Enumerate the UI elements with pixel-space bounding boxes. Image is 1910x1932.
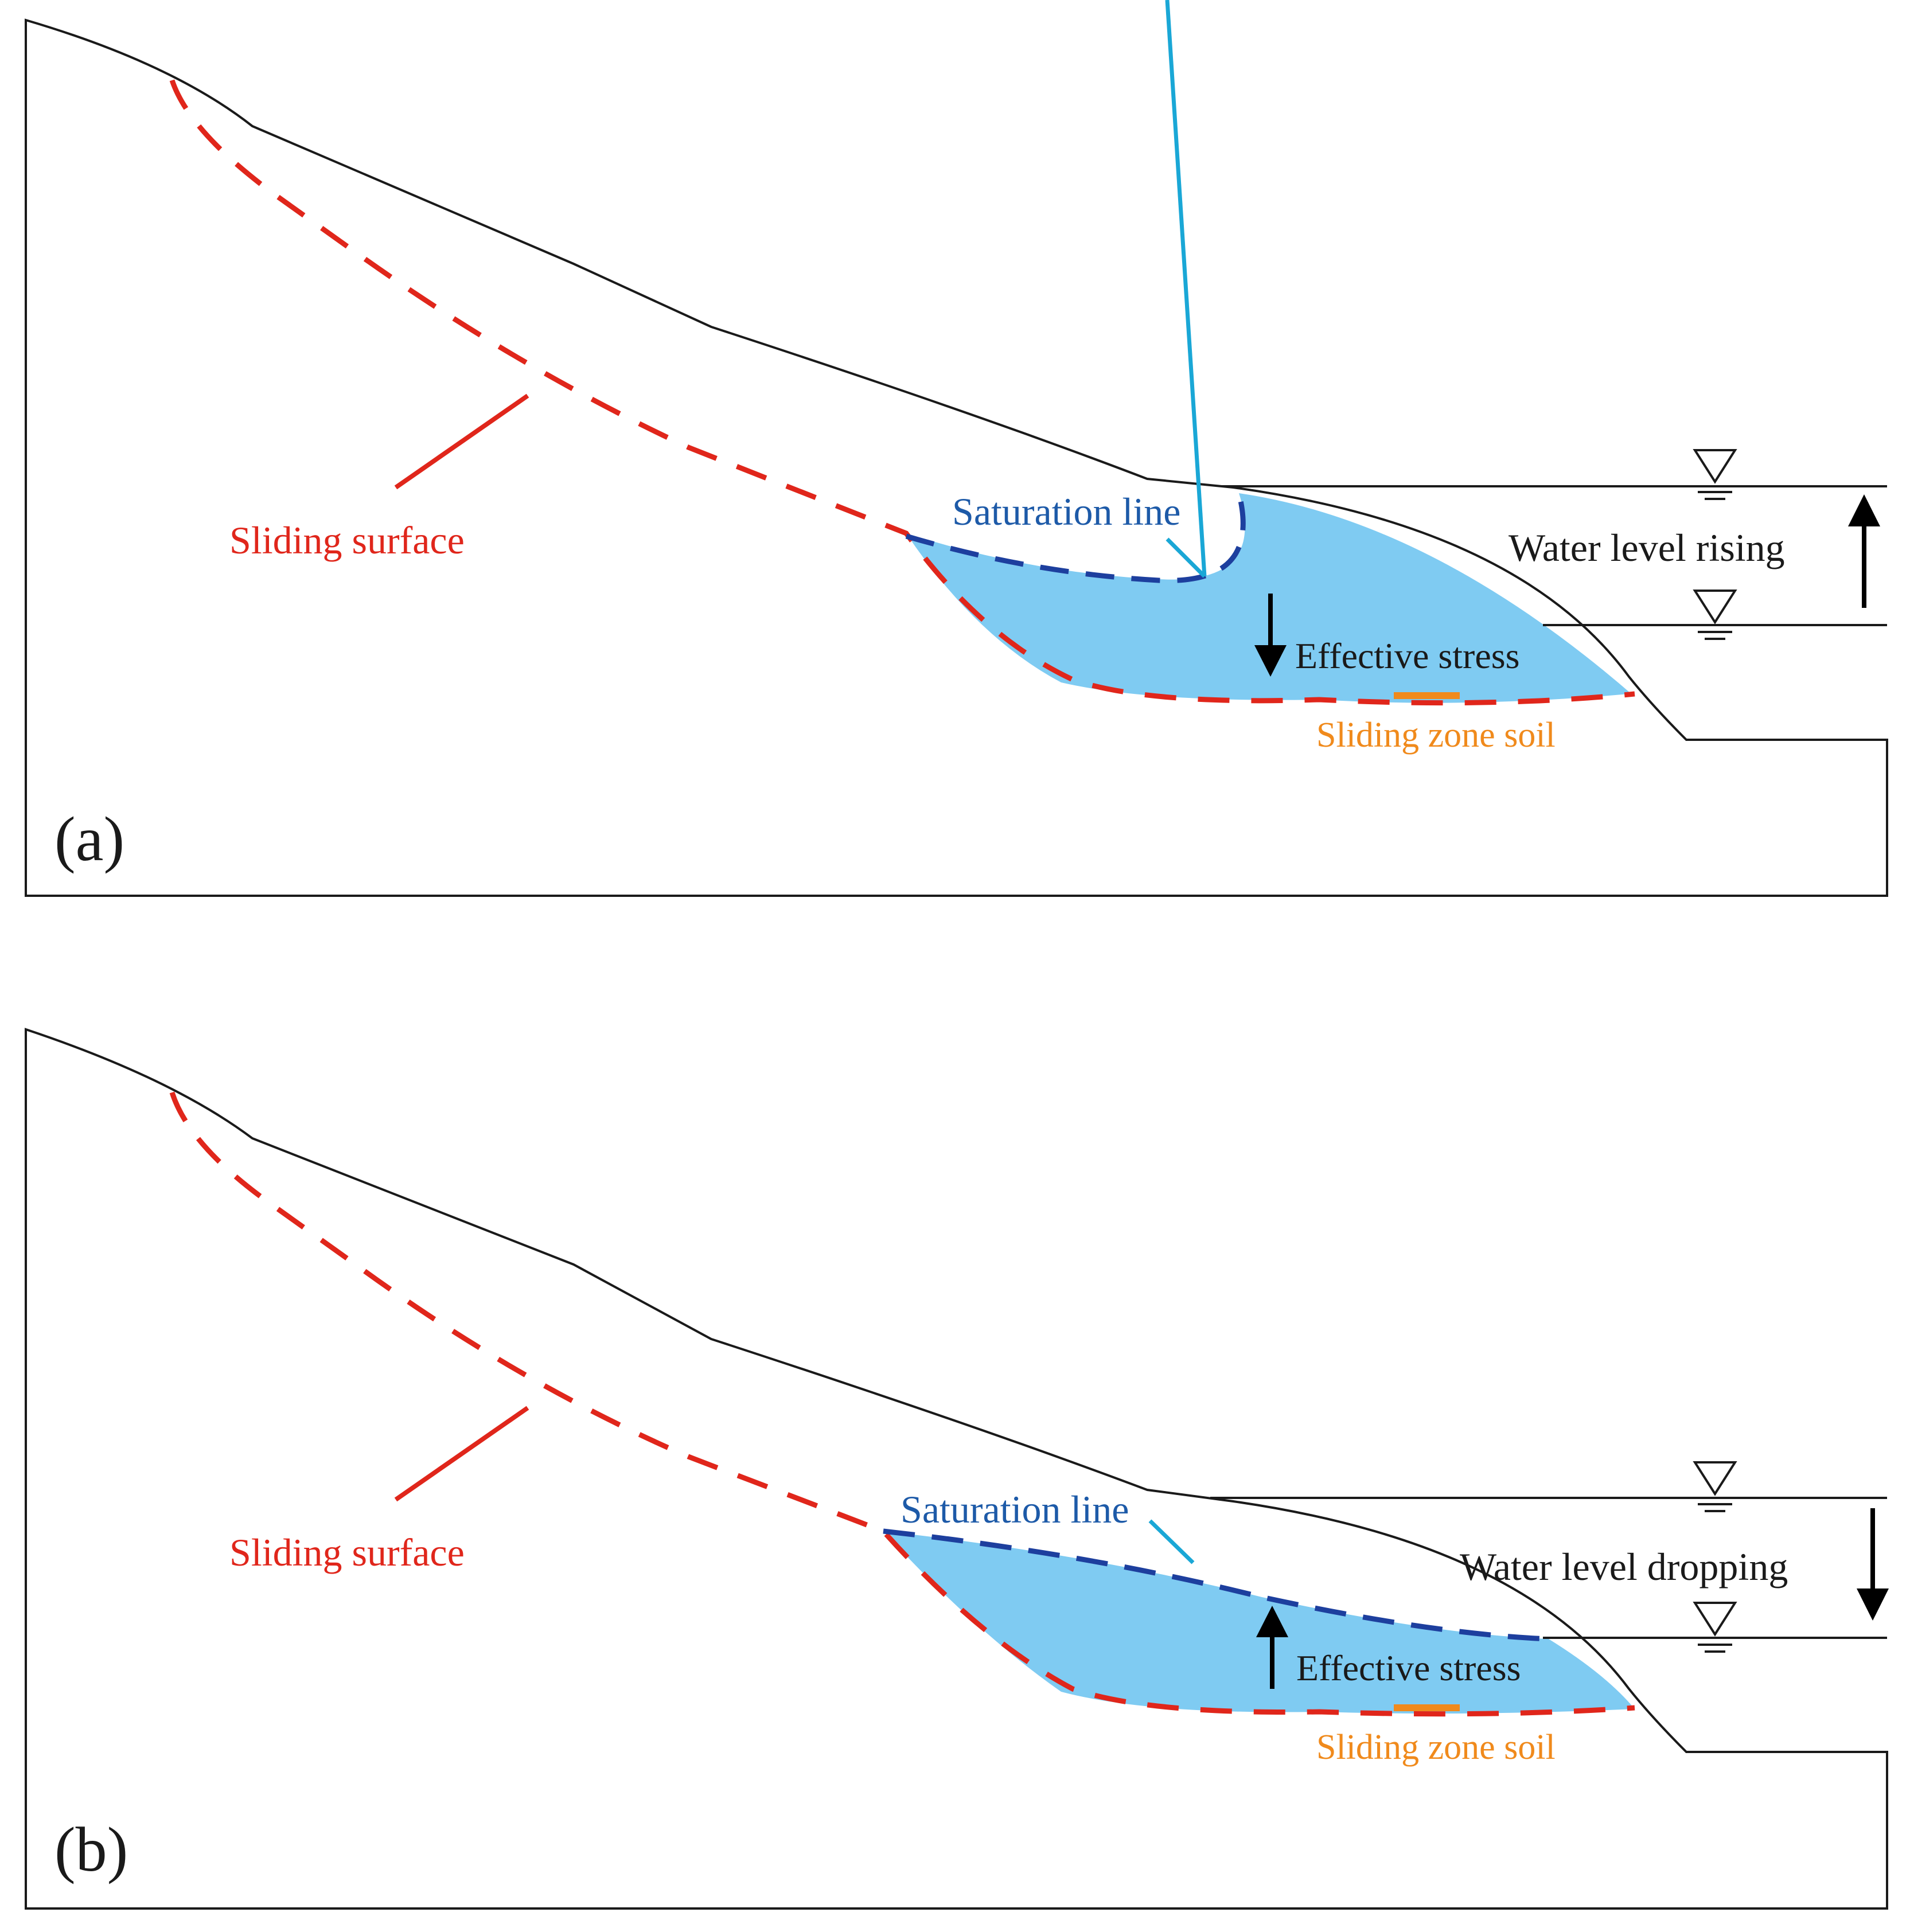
water-level-symbol-icon	[1693, 1602, 1737, 1653]
up-arrow-icon	[1256, 1606, 1288, 1689]
panel-label: (a)	[54, 804, 124, 874]
saturation-pointer	[1148, 1519, 1195, 1564]
slope-outline	[25, 1028, 1888, 1910]
effective-stress-label: Effective stress	[1296, 1648, 1521, 1688]
effective-stress-label: Effective stress	[1295, 635, 1520, 676]
sliding-surface-pointer	[394, 393, 529, 490]
saturation-pointer	[1166, 537, 1206, 578]
saturation-line-label: Saturation line	[901, 1488, 1129, 1531]
saturation-pointer	[1165, 0, 1207, 577]
water-level-symbol-icon	[1693, 1461, 1737, 1512]
sliding-zone-soil-label: Sliding zone soil	[1316, 716, 1556, 755]
saturation-line	[905, 492, 1246, 583]
water-level-label: Water level rising	[1508, 526, 1785, 569]
sliding-zone-soil-label: Sliding zone soil	[1316, 1728, 1556, 1767]
saturation-line-label: Saturation line	[952, 490, 1180, 533]
panel-a: Sliding surface Saturation line Water le…	[25, 0, 1888, 897]
up-arrow-icon	[1848, 494, 1880, 608]
saturation-line	[883, 1528, 1549, 1642]
down-arrow-icon	[1254, 594, 1287, 677]
sliding-surface-label: Sliding surface	[229, 1531, 465, 1574]
panel-label: (b)	[54, 1814, 128, 1884]
down-arrow-icon	[1857, 1508, 1889, 1621]
water-body	[883, 1531, 1635, 1714]
sliding-surface-line	[169, 1091, 1635, 1717]
water-level-symbol-icon	[1693, 449, 1737, 500]
slope-outline	[25, 18, 1888, 897]
panel-b: Sliding surface Saturation line Water le…	[25, 1028, 1889, 1910]
sliding-surface-pointer	[394, 1406, 529, 1502]
water-level-symbol-icon	[1693, 590, 1737, 640]
sliding-surface-label: Sliding surface	[229, 518, 465, 562]
water-level-label: Water level dropping	[1460, 1545, 1788, 1588]
